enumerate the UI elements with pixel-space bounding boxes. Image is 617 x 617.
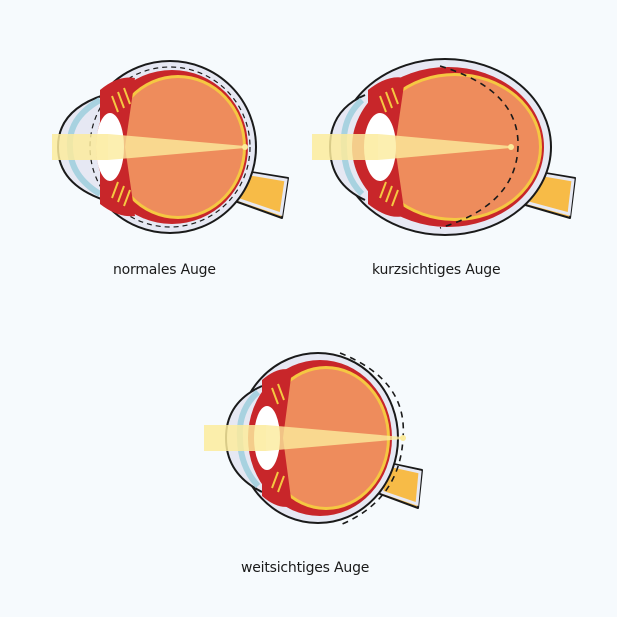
light-cone bbox=[266, 425, 403, 451]
incoming-light bbox=[312, 134, 378, 160]
incoming-light bbox=[204, 425, 266, 451]
light-cone bbox=[108, 134, 245, 160]
myopic-eye bbox=[312, 58, 576, 236]
focal-point bbox=[400, 435, 406, 441]
focal-point bbox=[242, 144, 248, 150]
caption-hyperopic-eye: weitsichtiges Auge bbox=[241, 560, 370, 576]
focal-point bbox=[508, 144, 514, 150]
normal-eye-reference-outline bbox=[439, 65, 519, 229]
caption-normal-eye: normales Auge bbox=[113, 262, 216, 278]
light-cone bbox=[378, 134, 511, 160]
hyperopic-eye bbox=[204, 352, 423, 526]
normal-eye bbox=[52, 60, 289, 234]
incoming-light bbox=[52, 134, 108, 160]
caption-myopic-eye: kurzsichtiges Auge bbox=[372, 262, 501, 278]
